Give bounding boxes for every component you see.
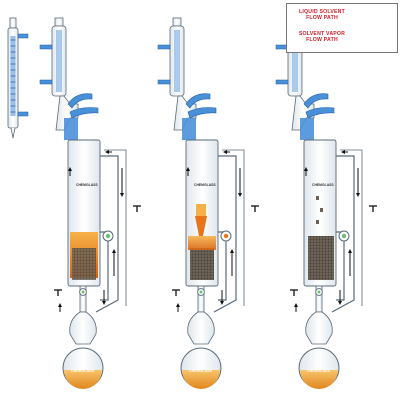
apparatus-stage-1: CHEMGLASS CHEMGLASS <box>39 17 141 389</box>
flask-connector <box>305 311 333 345</box>
water-outlet <box>157 79 171 85</box>
apparatus-stage-2: CHEMGLASS CHEMGLASS <box>157 17 259 389</box>
condenser-coolant <box>174 30 180 92</box>
lower-side-arm <box>187 107 217 119</box>
lower-side-arm <box>305 107 335 119</box>
solvent-pool <box>188 236 216 250</box>
sample-thimble <box>72 248 96 280</box>
upper-side-arm <box>185 93 211 109</box>
adapter-joint <box>182 118 196 140</box>
vapor-outer <box>104 149 127 306</box>
water-inlet <box>157 44 171 50</box>
drain-valve-core <box>317 290 321 294</box>
upper-side-arm <box>67 93 93 109</box>
legend-liquid-label: LIQUID SOLVENT FLOW PATH <box>299 9 345 21</box>
vapor-outer <box>340 149 363 306</box>
adapter-joint <box>300 118 314 140</box>
condenser-top <box>54 17 64 27</box>
apparatus-layer: CHEMGLASSCHEMGLASSCHEMGLASSCHEMGLASSCHEM… <box>39 17 377 389</box>
water-inlet <box>39 44 53 50</box>
chamber-brand: CHEMGLASS <box>194 183 216 187</box>
falling-drop-large <box>196 204 206 216</box>
drain-valve-core <box>199 290 203 294</box>
flask-connector <box>187 311 215 345</box>
vapor-outer <box>222 149 245 306</box>
siphon-tube <box>100 231 109 301</box>
vapor-bypass <box>331 155 355 313</box>
flask-solvent <box>300 370 338 389</box>
drop-1 <box>316 196 319 200</box>
water-outlet <box>275 79 289 85</box>
spare-condenser <box>7 17 29 139</box>
flask-solvent <box>182 370 220 389</box>
apparatus-stage-3: CHEMGLASS CHEMGLASS <box>275 17 377 389</box>
lower-side-arm <box>69 107 99 119</box>
vapor-bypass <box>95 155 119 313</box>
chamber-brand: CHEMGLASS <box>312 183 334 187</box>
siphon-valve-core <box>105 233 111 239</box>
siphon-valve-core <box>223 233 229 239</box>
condenser-coolant <box>292 30 298 92</box>
siphon-tube <box>218 231 227 301</box>
condenser-jacket <box>169 25 185 97</box>
drain-valve-core <box>81 290 85 294</box>
flask-brand: CHEMGLASS <box>71 369 95 373</box>
flask-brand: CHEMGLASS <box>307 369 331 373</box>
condenser-jacket <box>51 25 67 97</box>
upper-side-arm <box>303 93 329 109</box>
drop-2 <box>320 208 323 212</box>
siphon-valve-core <box>341 233 347 239</box>
sample-thimble <box>308 236 334 280</box>
legend-box: LIQUID SOLVENT FLOW PATH SOLVENT VAPOR F… <box>286 3 398 53</box>
adapter-joint <box>64 118 78 140</box>
water-outlet <box>39 79 53 85</box>
sample-thimble <box>190 248 214 280</box>
flask-connector <box>69 311 97 345</box>
condenser-coolant <box>56 30 62 92</box>
flask-solvent <box>64 370 102 389</box>
flask-brand: CHEMGLASS <box>189 369 213 373</box>
legend-vapor-label: SOLVENT VAPOR FLOW PATH <box>298 31 346 43</box>
drip-funnel <box>195 216 207 236</box>
condenser-top <box>172 17 182 27</box>
siphon-tube <box>336 231 345 301</box>
chamber-brand: CHEMGLASS <box>76 183 98 187</box>
vapor-bypass <box>213 155 237 313</box>
drop-3 <box>316 220 319 224</box>
